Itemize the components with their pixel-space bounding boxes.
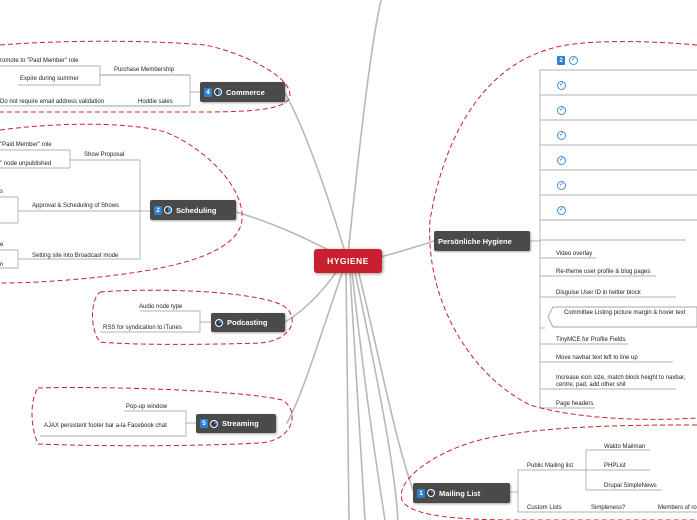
progress-icon: [164, 206, 172, 214]
mailing-members[interactable]: Members of ro: [658, 505, 697, 511]
scheduling-broadcast[interactable]: Setting site into Broadcast mode: [32, 253, 119, 259]
commerce-node[interactable]: 4 Commerce: [200, 82, 285, 102]
streaming-node[interactable]: 5 Streaming: [196, 414, 276, 433]
scheduling-node[interactable]: 2 Scheduling: [150, 200, 236, 220]
streaming-title: Streaming: [222, 419, 259, 428]
streaming-ajax[interactable]: AJAX persistent footer bar a-la Facebook…: [44, 423, 167, 429]
progress-icon: [427, 489, 435, 497]
priority-badge: 1: [417, 488, 425, 498]
task-committee[interactable]: Committee Listing picture margin & hover…: [564, 310, 686, 316]
mailing-phplist[interactable]: PHPList: [604, 463, 626, 469]
scheduling-s[interactable]: s: [0, 189, 3, 195]
commerce-email[interactable]: Do not require email address validation: [0, 99, 105, 105]
priority-badge: 2: [154, 205, 162, 215]
priority-badge: 2: [557, 56, 565, 65]
check-icon: ✓: [557, 206, 566, 215]
task-twitter[interactable]: Disguise User ID in twitter block: [556, 290, 641, 296]
podcasting-title: Podcasting: [227, 318, 268, 327]
task-retheme[interactable]: Re-theme user profile & blog pages: [556, 269, 651, 275]
mailing-public[interactable]: Public Mailing list: [527, 463, 574, 469]
scheduling-unpublished[interactable]: " node unpublished: [0, 161, 52, 167]
task-page-headers[interactable]: Page headers: [556, 401, 594, 407]
root-node[interactable]: HYGIENE: [314, 249, 382, 273]
scheduling-title: Scheduling: [176, 205, 217, 215]
scheduling-n[interactable]: n: [0, 262, 4, 268]
scheduling-paid[interactable]: "Paid Member" role: [0, 142, 52, 148]
progress-icon: [214, 88, 222, 96]
check-icon: ✓: [557, 156, 566, 165]
commerce-purchase[interactable]: Purchase Membership: [114, 67, 175, 73]
podcasting-node[interactable]: Podcasting: [211, 313, 285, 332]
mailing-drupal[interactable]: Drupal SimpleNews: [604, 483, 657, 489]
task-video-overlay[interactable]: Video overlay: [556, 251, 593, 257]
commerce-title: Commerce: [226, 87, 265, 97]
podcasting-audio[interactable]: Audio node type: [139, 304, 183, 310]
check-icon: ✓: [557, 131, 566, 140]
mailing-waldo[interactable]: Waldo Mailman: [604, 444, 646, 450]
scheduling-e[interactable]: e: [0, 242, 4, 248]
mailing-list-title: Mailing List: [439, 488, 481, 498]
scheduling-approval[interactable]: Approval & Scheduling of Shows: [32, 203, 120, 209]
check-icon: ✓: [569, 56, 578, 65]
persoenliche-hygiene-title: Persönliche Hygiene: [438, 236, 512, 246]
root-label: HYGIENE: [327, 256, 369, 266]
check-icon: ✓: [557, 106, 566, 115]
progress-icon: [215, 318, 223, 327]
commerce-promote[interactable]: romote to "Paid Member" role: [0, 58, 79, 64]
priority-badge: 4: [204, 87, 212, 97]
mailing-custom[interactable]: Custom Lists: [527, 505, 562, 511]
mailing-simple[interactable]: Simpleness?: [591, 505, 626, 511]
commerce-expire[interactable]: Expire during summer: [20, 76, 79, 82]
persoenliche-hygiene-node[interactable]: Persönliche Hygiene: [434, 231, 530, 251]
priority-badge: 5: [200, 419, 208, 428]
mailing-list-node[interactable]: 1 Mailing List: [413, 483, 510, 503]
streaming-popup[interactable]: Pop-up window: [126, 404, 168, 410]
task-icon-size[interactable]: Increase icon size, match block height t…: [556, 375, 686, 388]
task-navbar[interactable]: Move navbar text left to line up: [556, 355, 638, 361]
check-icon: ✓: [557, 181, 566, 190]
scheduling-proposal[interactable]: Show Proposal: [84, 152, 125, 158]
commerce-hoodie[interactable]: Hoddie sales: [138, 99, 173, 105]
podcasting-rss[interactable]: RSS for syndication to iTunes: [103, 325, 182, 331]
task-tinymce[interactable]: TinyMCE for Profile Fields: [556, 337, 626, 343]
progress-icon: [210, 419, 218, 428]
check-icon: ✓: [557, 81, 566, 90]
